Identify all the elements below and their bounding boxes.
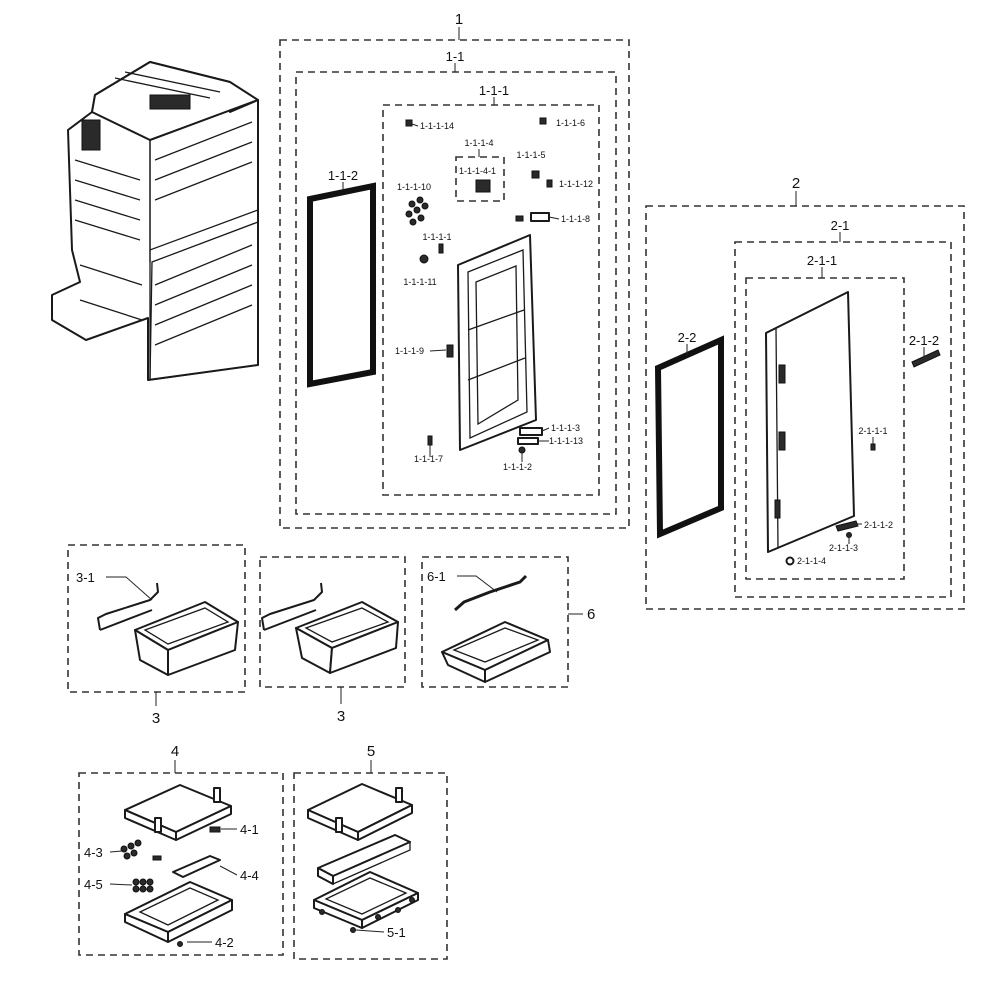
label-6: 6 <box>587 606 595 623</box>
door-gasket-1-1-2 <box>307 182 376 388</box>
parts-4-1-to-4-5 <box>120 826 221 893</box>
label-1-1-1-13: 1-1-1-13 <box>549 436 583 446</box>
bin-left <box>134 601 239 676</box>
label-2-1-1: 2-1-1 <box>807 253 837 268</box>
label-1-1-1-3: 1-1-1-3 <box>551 423 580 433</box>
label-3-1: 3-1 <box>76 570 95 585</box>
assembly-6-frame <box>421 556 569 688</box>
bin-rail-3-1-left <box>97 582 159 631</box>
label-3-left: 3 <box>152 710 160 727</box>
door-screws-and-fasteners <box>405 117 553 454</box>
label-4-5: 4-5 <box>84 877 103 892</box>
door-handle-2-1-2 <box>911 349 941 368</box>
label-1-1-1-8: 1-1-1-8 <box>561 214 590 224</box>
assembly-3-right-frame <box>259 556 406 688</box>
label-4: 4 <box>171 743 179 760</box>
label-1-1-1-9: 1-1-1-9 <box>395 346 424 356</box>
fridge-door-1-1-1 <box>457 234 537 451</box>
assembly-1-frame <box>279 39 630 529</box>
bin-rail-right <box>261 582 323 631</box>
refrigerator-cabinet <box>51 61 259 381</box>
label-2-2: 2-2 <box>678 330 697 345</box>
label-2-1-1-2: 2-1-1-2 <box>864 520 893 530</box>
label-2-1-1-4: 2-1-1-4 <box>797 556 826 566</box>
label-2: 2 <box>792 175 800 192</box>
label-1-1-1-14: 1-1-1-14 <box>420 121 454 131</box>
assembly-1-1-frame <box>295 71 617 515</box>
label-2-1-1-3: 2-1-1-3 <box>829 543 858 553</box>
bracket-5 <box>317 834 411 885</box>
assembly-2-1-frame <box>734 241 952 598</box>
label-5-1: 5-1 <box>387 925 406 940</box>
label-2-1-1-1: 2-1-1-1 <box>858 426 887 436</box>
label-1-1-1-1: 1-1-1-1 <box>422 232 451 242</box>
label-4-1: 4-1 <box>240 822 259 837</box>
label-1-1: 1-1 <box>446 49 465 64</box>
label-1-1-1-12: 1-1-1-12 <box>559 179 593 189</box>
label-1-1-2: 1-1-2 <box>328 168 358 183</box>
cover-4 <box>124 784 232 841</box>
label-1-1-1-7: 1-1-1-7 <box>414 454 443 464</box>
bin-right <box>295 601 399 674</box>
tray-6 <box>441 621 551 683</box>
label-4-2: 4-2 <box>215 935 234 950</box>
label-1-1-1-5: 1-1-1-5 <box>516 150 545 160</box>
label-1-1-1-2: 1-1-1-2 <box>503 462 532 472</box>
label-1-1-1: 1-1-1 <box>479 83 509 98</box>
assembly-1-1-1-frame <box>382 104 600 496</box>
label-1-1-1-6: 1-1-1-6 <box>556 118 585 128</box>
label-1-1-1-10: 1-1-1-10 <box>397 182 431 192</box>
door-gasket-2-2 <box>654 335 724 539</box>
label-1: 1 <box>455 11 463 28</box>
label-3-right: 3 <box>337 708 345 725</box>
cover-5 <box>307 783 413 841</box>
label-1-1-1-4-1: 1-1-1-4-1 <box>459 166 496 176</box>
freezer-door-fasteners <box>785 443 876 566</box>
label-6-1: 6-1 <box>427 569 446 584</box>
frame-4 <box>124 881 233 947</box>
assembly-2-1-1-frame <box>745 277 905 580</box>
label-4-3: 4-3 <box>84 845 103 860</box>
label-2-1: 2-1 <box>831 218 850 233</box>
label-1-1-1-11: 1-1-1-11 <box>403 277 436 287</box>
assembly-4-frame <box>78 772 284 956</box>
assembly-1-1-1-4-frame <box>455 156 505 202</box>
label-5: 5 <box>367 743 375 760</box>
label-1-1-1-4: 1-1-1-4 <box>464 138 493 148</box>
label-4-4: 4-4 <box>240 868 259 883</box>
frame-5 <box>313 871 419 933</box>
label-2-1-2: 2-1-2 <box>909 333 939 348</box>
bin-rail-6-1 <box>454 574 528 612</box>
freezer-door-2-1-1 <box>765 291 855 553</box>
assembly-2-frame <box>645 205 965 610</box>
